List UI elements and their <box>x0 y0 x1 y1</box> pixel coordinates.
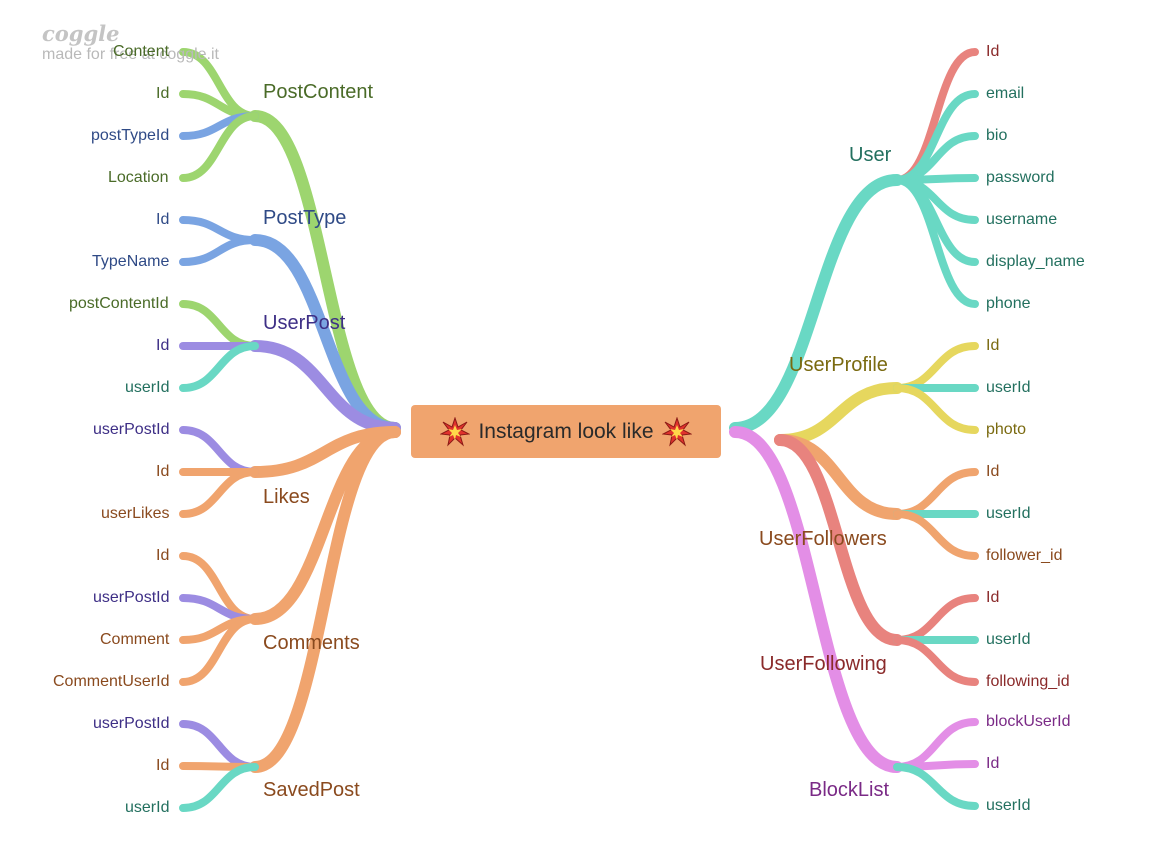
leaf-savedpost-userpostid[interactable]: userPostId <box>93 715 170 732</box>
leaf-posttype-id[interactable]: Id <box>156 211 170 228</box>
leaf-connector <box>179 468 259 518</box>
leaf-postcontent-posttypeid[interactable]: postTypeId <box>91 127 170 144</box>
leaf-connector <box>179 763 259 812</box>
leaf-userpost-id[interactable]: Id <box>156 337 170 354</box>
branch-userpost[interactable]: UserPost <box>263 312 346 334</box>
leaf-userfollowers-follower_id[interactable]: follower_id <box>986 547 1063 564</box>
branch-blocklist[interactable]: BlockList <box>809 779 890 801</box>
leaf-connector <box>179 112 259 182</box>
leaf-blocklist-blockuserid[interactable]: blockUserId <box>986 713 1071 730</box>
leaf-comments-userpostid[interactable]: userPostId <box>93 589 170 606</box>
leaf-connector <box>179 720 259 771</box>
watermark-tagline: made for free at coggle.it <box>42 46 219 63</box>
leaf-userfollowers-id[interactable]: Id <box>986 463 1000 480</box>
branch-savedpost[interactable]: SavedPost <box>263 779 360 801</box>
leaf-userprofile-photo[interactable]: photo <box>986 421 1027 438</box>
leaf-postcontent-content[interactable]: Content <box>113 43 170 60</box>
leaf-userfollowing-userid[interactable]: userId <box>986 631 1031 648</box>
leaf-userprofile-id[interactable]: Id <box>986 337 1000 354</box>
leaf-postcontent-id[interactable]: Id <box>156 85 170 102</box>
branch-postcontent[interactable]: PostContent <box>263 81 374 103</box>
coggle-logo: coggle <box>42 21 120 46</box>
branch-userprofile-connector <box>774 382 903 446</box>
branch-user-connector <box>729 174 903 434</box>
branch-userpost-connector <box>249 340 401 434</box>
branch-userfollowing[interactable]: UserFollowing <box>760 653 887 675</box>
branch-comments[interactable]: Comments <box>263 632 360 654</box>
leaf-connector <box>179 615 259 686</box>
leaf-likes-userpostid[interactable]: userPostId <box>93 421 170 438</box>
leaf-blocklist-id[interactable]: Id <box>986 755 1000 772</box>
collision-icon <box>660 415 693 447</box>
leaf-comments-comment[interactable]: Comment <box>100 631 170 648</box>
leaf-connector <box>893 636 979 686</box>
leaf-user-display_name[interactable]: display_name <box>986 253 1085 270</box>
leaf-userfollowing-id[interactable]: Id <box>986 589 1000 606</box>
branch-userfollowing-connector <box>774 434 903 646</box>
leaf-connector <box>893 510 979 560</box>
leaf-connector <box>893 384 979 434</box>
collision-icon <box>439 415 472 447</box>
leaf-savedpost-userid[interactable]: userId <box>125 799 170 816</box>
leaf-comments-id[interactable]: Id <box>156 547 170 564</box>
coggle-watermark: coggle made for free at coggle.it <box>42 22 219 64</box>
leaf-userfollowing-following_id[interactable]: following_id <box>986 673 1070 690</box>
leaf-connector <box>179 342 259 392</box>
root-title: Instagram look like <box>478 419 654 443</box>
leaf-connector <box>893 763 979 810</box>
leaf-connector <box>179 426 259 476</box>
leaf-userfollowers-userid[interactable]: userId <box>986 505 1031 522</box>
leaf-user-id[interactable]: Id <box>986 43 1000 60</box>
leaf-connector <box>893 342 979 392</box>
leaf-userpost-userid[interactable]: userId <box>125 379 170 396</box>
branch-savedpost-connector <box>249 426 401 773</box>
branch-user[interactable]: User <box>849 144 892 166</box>
leaf-postcontent-location[interactable]: Location <box>108 169 169 186</box>
leaf-connector <box>179 300 259 350</box>
leaf-comments-commentuserid[interactable]: CommentUserId <box>53 673 170 690</box>
branch-posttype[interactable]: PostType <box>263 207 347 229</box>
leaf-connector <box>893 176 979 308</box>
leaf-user-password[interactable]: password <box>986 169 1055 186</box>
leaf-user-username[interactable]: username <box>986 211 1058 228</box>
leaf-user-bio[interactable]: bio <box>986 127 1008 144</box>
leaf-connector <box>179 236 259 266</box>
leaf-connector <box>893 468 979 518</box>
leaf-likes-userlikes[interactable]: userLikes <box>101 505 170 522</box>
leaf-likes-id[interactable]: Id <box>156 463 170 480</box>
leaf-userprofile-userid[interactable]: userId <box>986 379 1031 396</box>
leaf-userpost-postcontentid[interactable]: postContentId <box>69 295 169 312</box>
leaf-blocklist-userid[interactable]: userId <box>986 797 1031 814</box>
branch-userfollowers[interactable]: UserFollowers <box>759 528 887 550</box>
leaf-savedpost-id[interactable]: Id <box>156 757 170 774</box>
leaf-user-email[interactable]: email <box>986 85 1025 102</box>
branch-likes[interactable]: Likes <box>263 486 310 508</box>
branch-blocklist-connector <box>729 426 903 773</box>
leaf-user-phone[interactable]: phone <box>986 295 1031 312</box>
branch-userprofile[interactable]: UserProfile <box>789 354 888 376</box>
root-node[interactable]: Instagram look like <box>411 405 721 458</box>
leaf-connector <box>893 594 979 644</box>
leaf-posttype-typename[interactable]: TypeName <box>92 253 170 270</box>
